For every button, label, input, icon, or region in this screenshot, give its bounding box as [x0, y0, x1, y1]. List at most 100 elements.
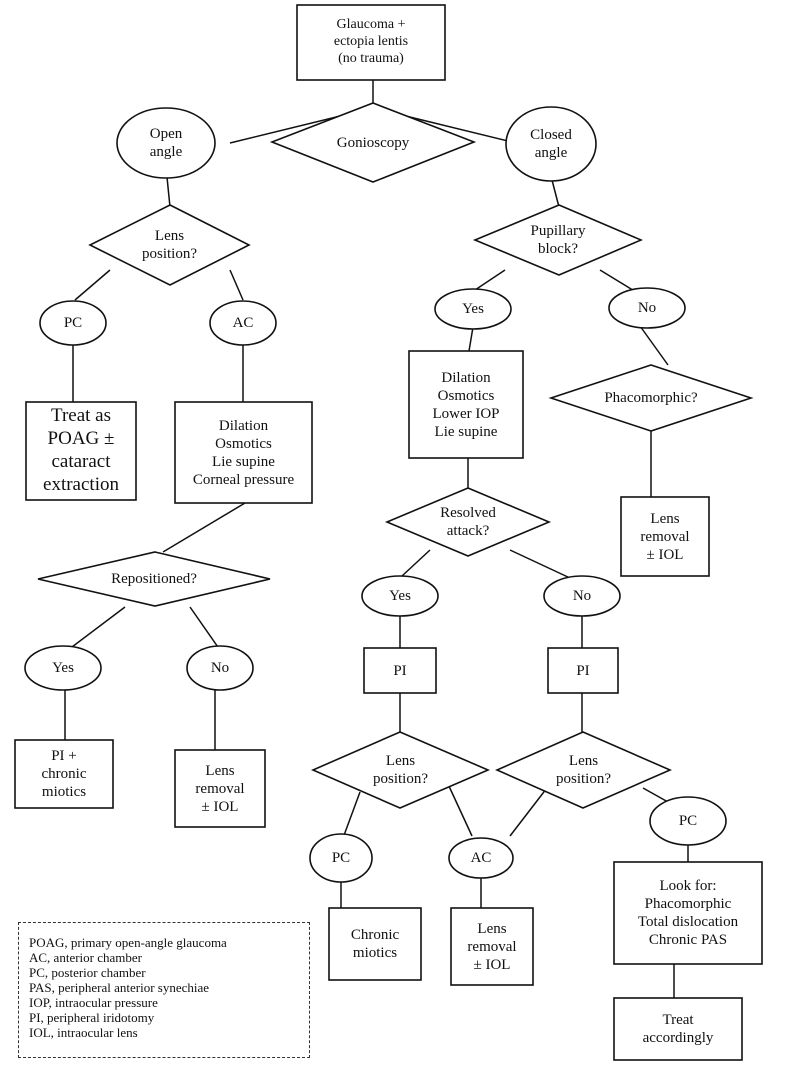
node-text-line: Look for:	[659, 878, 717, 894]
node-text-line: miotics	[352, 945, 398, 961]
node-text-line: Lie supine	[434, 423, 498, 440]
chronic-miotics-box-shape	[328, 907, 422, 981]
node-text-line: Repositioned?	[111, 571, 197, 587]
ac-left-ellipse-shape	[209, 300, 277, 346]
node-text-line: Pupillary	[530, 223, 586, 239]
node-text-line: position?	[373, 771, 428, 787]
open-angle-ellipse-shape	[116, 107, 216, 179]
node-text-line: Yes	[389, 588, 411, 604]
node-phacomorphic: Phacomorphic?	[551, 365, 751, 431]
node-pc-mid: PC	[310, 834, 372, 882]
node-text-line: Osmotics	[437, 387, 495, 404]
legend-entry: PAS, peripheral anterior synechiae	[29, 980, 210, 995]
node-text-line: ectopia lentis	[333, 34, 409, 50]
node-text-line: Dilation	[441, 369, 491, 386]
node-text-line: removal	[640, 528, 690, 545]
node-text-line: Lens	[154, 228, 185, 244]
node-text-line: Lens	[477, 920, 507, 937]
start-box-shape	[296, 4, 446, 81]
node-text-line: AC	[232, 315, 254, 331]
node-text-line: Phacomorphic?	[604, 390, 698, 406]
legend-entry: PI, peripheral iridotomy	[29, 1010, 155, 1025]
node-text-line: PC	[678, 813, 698, 829]
node-yes-pupillary: Yes	[435, 289, 511, 329]
node-text-line: PI	[393, 662, 407, 679]
node-treat-accordingly: Treat accordingly	[614, 998, 742, 1060]
node-text-line: Lower IOP	[432, 405, 500, 422]
node-text-line: Phacomorphic	[644, 896, 732, 912]
ac-shared-ellipse-shape	[448, 837, 514, 879]
node-text-line: AC	[470, 850, 492, 866]
node-text-line: removal	[195, 780, 245, 797]
pi-yes-box-shape	[363, 647, 437, 694]
lens-position-left-diamond-shape	[88, 204, 251, 286]
node-text-line: Yes	[52, 660, 74, 676]
node-text-line: Treat as	[51, 405, 111, 427]
lens-removal-mid-box-shape	[450, 907, 534, 986]
node-text-line: Chronic	[350, 927, 400, 943]
legend-entry: IOL, intraocular lens	[29, 1025, 138, 1040]
node-text-line: attack?	[446, 523, 490, 539]
pc-right-ellipse-shape	[649, 796, 727, 846]
node-repositioned: Repositioned?	[38, 552, 270, 606]
node-text-line: (no trauma)	[338, 50, 404, 66]
node-text-line: Resolved	[440, 505, 496, 521]
no-resolved-ellipse-shape	[543, 575, 621, 617]
node-shapes	[14, 4, 763, 1061]
node-no-repositioned: No	[187, 646, 253, 690]
ac-treatment-box-shape	[174, 401, 313, 504]
node-text-line: No	[637, 300, 657, 316]
treat-accordingly-box-shape	[613, 997, 743, 1061]
yes-resolved-ellipse-shape	[361, 575, 439, 617]
node-text-line: angle	[534, 145, 568, 161]
gonioscopy-diamond-shape	[269, 102, 477, 183]
node-text-line: Lens	[205, 762, 235, 779]
node-yes-resolved: Yes	[362, 576, 438, 616]
node-text-line: PI	[576, 662, 590, 679]
node-text-line: miotics	[41, 784, 87, 800]
node-text-line: block?	[538, 241, 578, 257]
pi-chronic-miotics-box-shape	[14, 739, 114, 809]
pi-no-box-shape	[547, 647, 619, 694]
node-text-line: Lens	[650, 510, 680, 527]
node-text-line: Lens	[568, 753, 599, 769]
yes-pupillary-ellipse-shape	[434, 288, 512, 330]
no-pupillary-ellipse-shape	[608, 287, 686, 329]
abbreviation-legend: POAG, primary open-angle glaucoma AC, an…	[18, 922, 310, 1058]
node-yes-repositioned: Yes	[25, 646, 101, 690]
node-resolved-attack: Resolved attack?	[387, 488, 549, 556]
node-text-line: No	[210, 660, 230, 676]
node-text-line: Osmotics	[215, 435, 272, 452]
legend-entry: POAG, primary open-angle glaucoma	[29, 935, 227, 950]
legend-entry: IOP, intraocular pressure	[29, 995, 158, 1010]
node-pc-right: PC	[650, 797, 726, 845]
node-text-line: Gonioscopy	[336, 134, 410, 151]
no-repositioned-ellipse-shape	[186, 645, 254, 691]
node-text-line: PC	[63, 315, 83, 331]
node-text-line: Glaucoma +	[336, 17, 406, 33]
node-text-line: Treat	[662, 1012, 694, 1028]
pc-left-ellipse-shape	[39, 300, 107, 346]
look-for-box-shape	[613, 861, 763, 965]
node-text-line: accordingly	[642, 1030, 714, 1046]
pc-mid-ellipse-shape	[309, 833, 373, 883]
node-text-line: Lie supine	[212, 453, 275, 470]
node-text-line: Lens	[385, 753, 416, 769]
node-pc-left: PC	[40, 301, 106, 345]
resolved-attack-diamond-shape	[384, 487, 552, 557]
node-text-line: Open	[149, 126, 183, 142]
pb-treatment-box-shape	[408, 350, 524, 459]
node-no-pupillary: No	[609, 288, 685, 328]
node-text-line: cataract	[51, 451, 111, 472]
repositioned-diamond-shape	[37, 551, 271, 607]
node-text-line: Chronic PAS	[648, 932, 728, 948]
